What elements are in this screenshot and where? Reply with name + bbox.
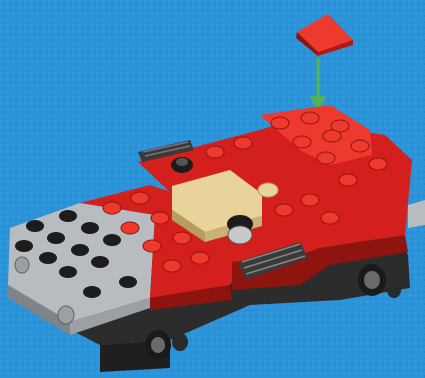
black-control-stud-top [171,157,193,173]
black-control-stud-front [227,215,253,244]
